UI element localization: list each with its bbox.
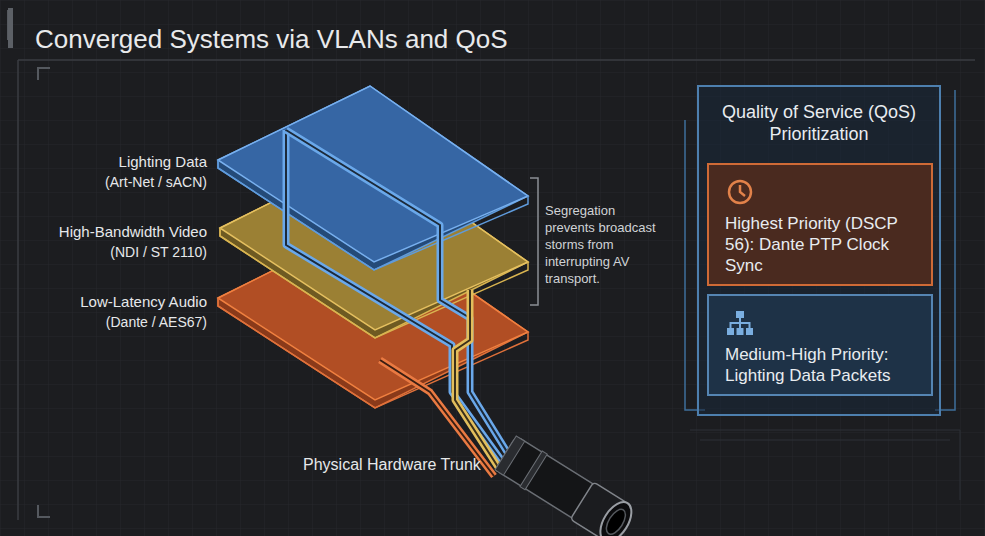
priority-text: Highest Priority (DSCP 56): Dante PTP Cl…: [725, 213, 923, 276]
clock-icon: [725, 177, 755, 207]
trunk-label: Physical Hardware Trunk: [303, 455, 481, 475]
protocol-label: (NDI / ST 2110): [110, 243, 207, 261]
frame-line: [18, 60, 975, 520]
protocol-label: (Dante / AES67): [106, 313, 207, 331]
tree-icon: [725, 308, 755, 338]
priority-box: Medium-High Priority: Lighting Data Pack…: [707, 294, 933, 396]
hardware-trunk: [494, 434, 638, 536]
lighting-plane: [218, 86, 528, 270]
frame-corner: [8, 10, 50, 517]
layer-label: Low-Latency Audio: [80, 292, 207, 311]
title-bar: [8, 8, 13, 48]
layer-label: Lighting Data: [119, 152, 207, 171]
priority-text: Medium-High Priority: Lighting Data Pack…: [725, 344, 923, 386]
vlan-cables: [286, 130, 512, 476]
qos-panel: Quality of Service (QoS) PrioritizationH…: [697, 85, 941, 416]
circuit-trace: [690, 430, 960, 500]
title: Converged Systems via VLANs and QoS: [35, 24, 508, 55]
layer-label: High-Bandwidth Video: [59, 222, 207, 241]
protocol-label: (Art-Net / sACN): [105, 173, 207, 191]
priority-box: Highest Priority (DSCP 56): Dante PTP Cl…: [707, 163, 933, 286]
note-text: Segregation prevents broadcast storms fr…: [545, 202, 663, 287]
bracket: [530, 178, 538, 305]
panel-title: Quality of Service (QoS) Prioritization: [709, 101, 929, 145]
